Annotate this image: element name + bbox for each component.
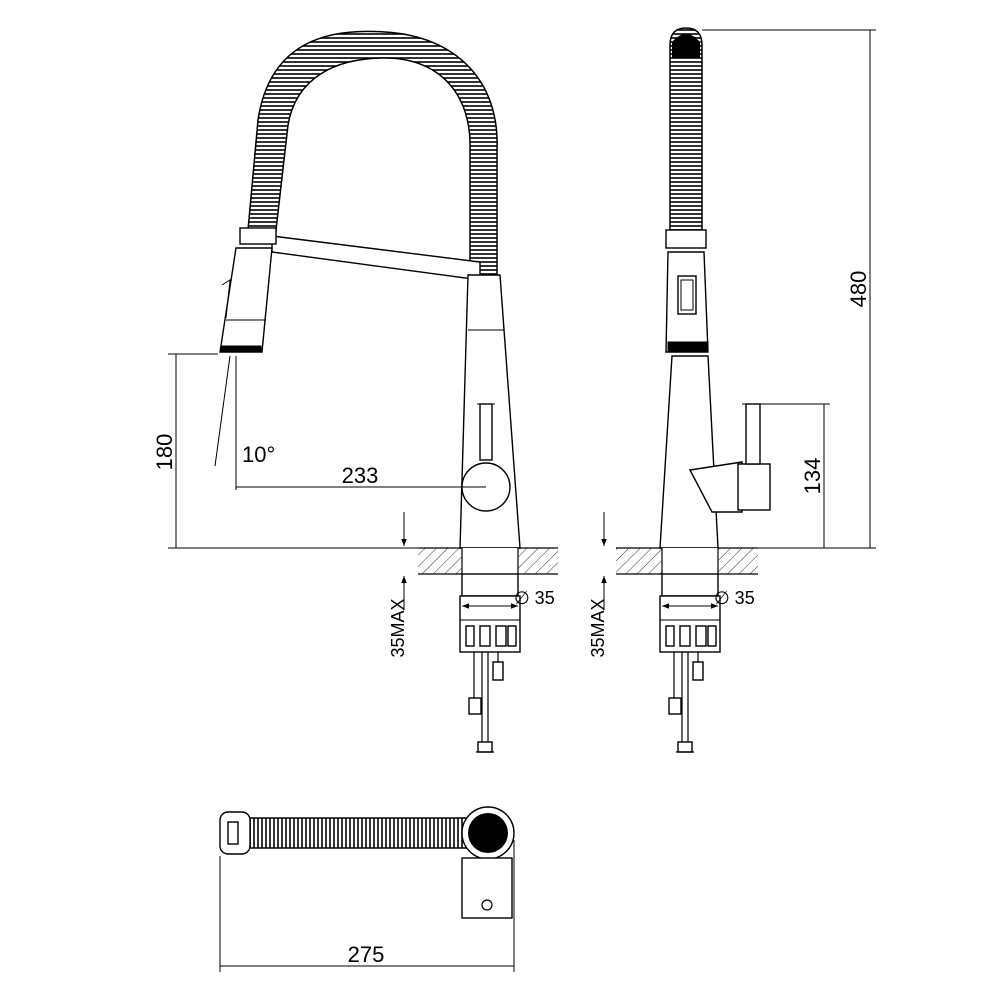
- side-collar: [665, 229, 707, 249]
- side-view: 480 134 35MAX ∅ 35: [588, 27, 876, 753]
- dim-spout-reach: 233: [342, 463, 379, 488]
- front-shank: [461, 573, 519, 597]
- dim-spout-height: 180: [152, 434, 177, 471]
- top-spring-coil: [249, 817, 481, 849]
- front-lever: [479, 403, 493, 461]
- dim-total-height: 480: [846, 271, 871, 308]
- front-spray-head: [219, 247, 273, 353]
- dim-deck-thickness-right: 35MAX: [588, 598, 608, 657]
- top-view: 275: [219, 806, 515, 972]
- front-spray-collar: [239, 227, 277, 245]
- top-lever: [461, 857, 513, 919]
- dim-deck-thickness-left: 35MAX: [388, 598, 408, 657]
- side-body: [659, 355, 719, 549]
- dim-lever-height: 134: [800, 458, 825, 495]
- dim-top-width: 275: [348, 942, 385, 967]
- dim-hole-diameter-right: ∅ 35: [714, 588, 755, 608]
- dim-spout-angle: 10°: [242, 442, 275, 467]
- side-spring-coil: [669, 27, 703, 231]
- front-view: 180 10° 233 35MAX ∅ 35: [152, 30, 558, 753]
- side-lever-cap: [737, 463, 771, 511]
- side-lever: [745, 403, 761, 465]
- side-shank: [661, 573, 719, 597]
- dim-hole-diameter-left: ∅ 35: [514, 588, 555, 608]
- side-lever-housing: [688, 461, 743, 513]
- front-spout-arm: [271, 235, 481, 281]
- front-spring-coil: [247, 30, 498, 276]
